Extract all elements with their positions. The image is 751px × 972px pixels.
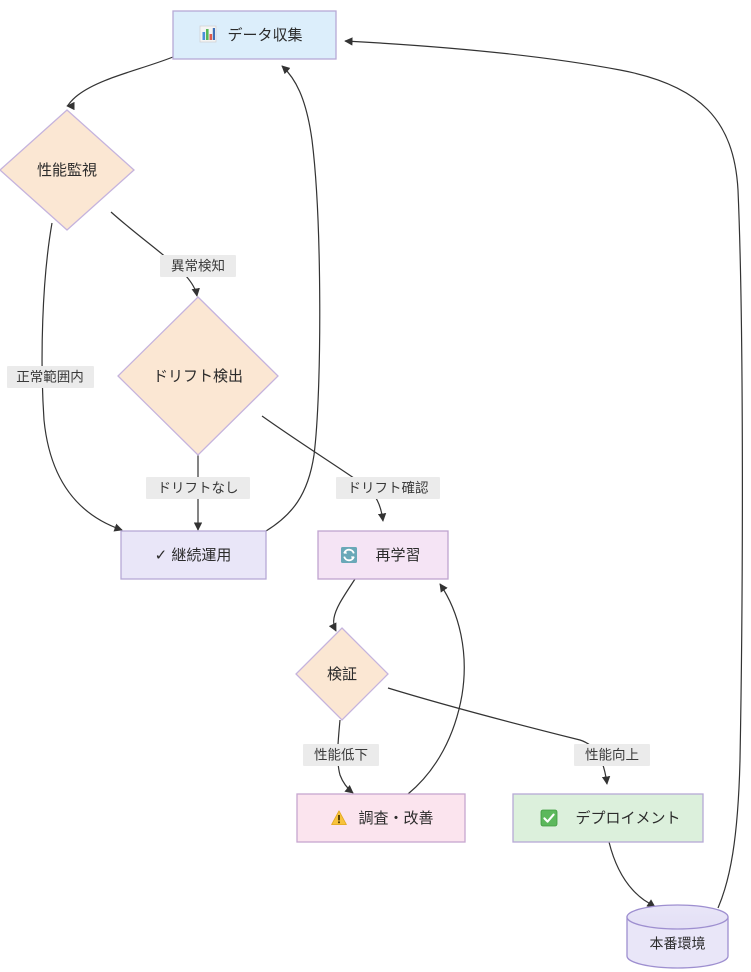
refresh-cycle-icon [341, 547, 357, 563]
warning-triangle-icon [331, 810, 347, 825]
edge-drift-detection-to-retraining [261, 415, 387, 522]
node-validation-label: 検証 [327, 666, 357, 683]
edge-label-normal-range-text: 正常範囲内 [16, 370, 84, 385]
node-deployment[interactable]: デプロイメント [512, 793, 704, 843]
node-retraining-label: 再学習 [375, 547, 420, 564]
edge-data-collection-to-performance-monitoring [66, 56, 174, 111]
node-continue-operation-label: ✓ 継続運用 [155, 547, 232, 564]
bar-chart-icon [199, 25, 217, 43]
edge-performance-monitoring-to-drift-detection [110, 211, 200, 297]
node-performance-monitoring[interactable]: 性能監視 [0, 109, 135, 231]
edge-production-env-to-data-collection [344, 37, 743, 909]
edge-label-anomaly-detected-text: 異常検知 [171, 258, 225, 274]
node-investigate-improve-label: 調査・改善 [358, 810, 433, 827]
node-drift-detection-label: ドリフト検出 [153, 368, 243, 385]
edge-label-performance-improved-text: 性能向上 [585, 748, 639, 763]
node-data-collection-label: データ収集 [227, 26, 302, 44]
edges-layer [41, 37, 743, 909]
edge-retraining-to-validation [328, 578, 356, 632]
edge-investigate-improve-to-retraining [407, 583, 465, 795]
edge-validation-to-investigate-improve [337, 719, 354, 794]
edge-performance-monitoring-to-continue-operation [41, 222, 123, 532]
edge-label-anomaly-detected: 異常検知 [160, 255, 236, 277]
node-investigate-improve[interactable]: 調査・改善 [296, 793, 466, 843]
nodes-layer: データ収集 性能監視 ドリフト検出 ✓ 継続運用 [0, 10, 729, 969]
edge-labels-layer: 正常範囲内 異常検知 ドリフトなし ドリフト確認 性能低下 性能向上 [7, 255, 650, 766]
node-deployment-label: デプロイメント [575, 809, 680, 827]
edge-validation-to-deployment [387, 687, 611, 785]
node-continue-operation[interactable]: ✓ 継続運用 [120, 530, 267, 580]
green-check-box-icon [540, 809, 558, 827]
edge-label-no-drift-text: ドリフトなし [158, 481, 239, 496]
node-drift-detection[interactable]: ドリフト検出 [117, 296, 279, 456]
edge-label-performance-improved: 性能向上 [574, 744, 650, 766]
node-data-collection[interactable]: データ収集 [172, 10, 337, 60]
edge-label-drift-confirmed-text: ドリフト確認 [348, 481, 429, 496]
edge-label-performance-degraded-text: 性能低下 [314, 748, 368, 763]
node-retraining[interactable]: 再学習 [317, 530, 449, 580]
edge-continue-operation-to-data-collection [265, 65, 321, 532]
node-validation[interactable]: 検証 [295, 627, 389, 721]
edge-label-no-drift: ドリフトなし [146, 477, 250, 499]
edge-deployment-to-production-env [608, 841, 656, 908]
node-production-env-label: 本番環境 [650, 936, 706, 952]
edge-label-drift-confirmed: ドリフト確認 [336, 477, 440, 499]
edge-label-performance-degraded: 性能低下 [303, 744, 379, 766]
edge-label-normal-range: 正常範囲内 [7, 366, 94, 388]
node-performance-monitoring-label: 性能監視 [37, 162, 97, 179]
node-production-env[interactable]: 本番環境 [626, 904, 729, 969]
